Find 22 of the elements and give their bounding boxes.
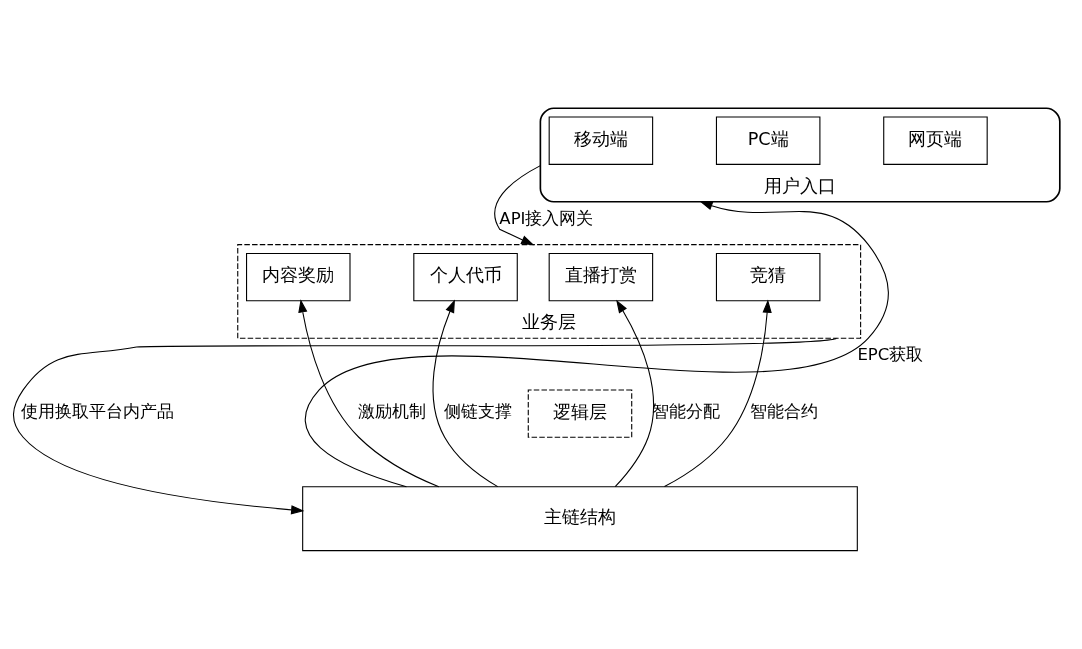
- arrow: [298, 298, 440, 487]
- node-box: 主链结构: [302, 485, 858, 551]
- node-box: 移动端: [548, 115, 654, 165]
- edge-label: API接入网关: [499, 208, 594, 228]
- node-box: 逻辑层: [527, 388, 633, 438]
- arrow: [614, 299, 655, 487]
- edge-label: 激励机制: [358, 401, 427, 421]
- node-box: 内容奖励: [246, 252, 351, 301]
- edge-label: 侧链支撑: [444, 401, 513, 421]
- arrow: [432, 298, 499, 487]
- arrow: [12, 337, 837, 514]
- node-box: PC端: [715, 115, 821, 165]
- edge-label: 智能合约: [750, 401, 819, 421]
- arrow: [304, 200, 889, 487]
- node-box: 直播打赏: [548, 252, 654, 301]
- node-box: 网页端: [883, 115, 988, 165]
- node-box: 竞猜: [715, 252, 821, 301]
- node-box: 个人代币: [413, 252, 518, 301]
- arrow: [663, 299, 772, 487]
- edge-label: EPC获取: [857, 344, 924, 364]
- edge-label: 使用换取平台内产品: [21, 401, 175, 421]
- arrow: [494, 164, 541, 245]
